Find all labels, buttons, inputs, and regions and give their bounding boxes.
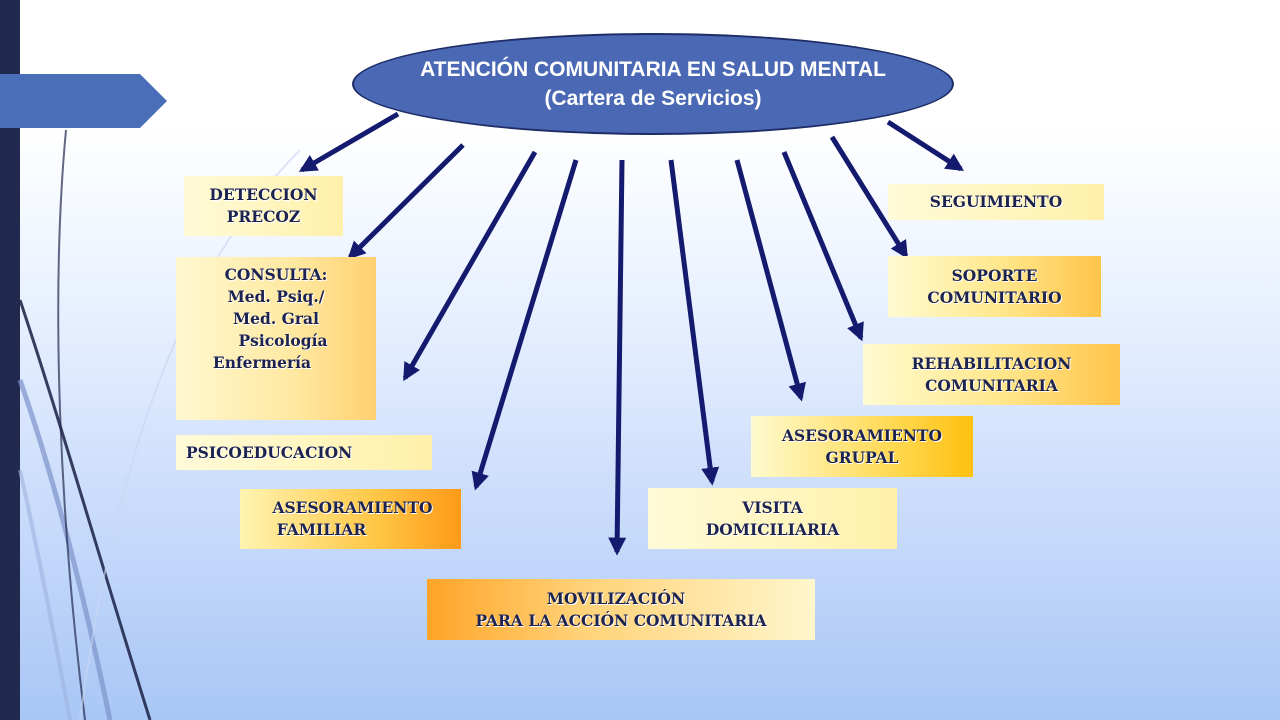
box-line: PSICOEDUCACION (186, 442, 353, 462)
box-line: COMUNITARIO (927, 287, 1062, 307)
box-line: REHABILITACION (911, 353, 1072, 373)
box-line: PARA LA ACCIÓN COMUNITARIA (475, 610, 767, 630)
box-line: CONSULTA: (224, 265, 328, 284)
box-rehabilitacion-comunitaria: REHABILITACION COMUNITARIA (863, 344, 1120, 405)
box-line: Med. Gral (233, 309, 319, 328)
central-hub-ellipse: ATENCIÓN COMUNITARIA EN SALUD MENTAL (Ca… (352, 33, 954, 135)
box-movilizacion: MOVILIZACIÓN PARA LA ACCIÓN COMUNITARIA (427, 579, 815, 640)
box-line: FAMILIAR (276, 520, 367, 539)
box-line: MOVILIZACIÓN (546, 588, 686, 608)
box-line: ASESORAMIENTO (272, 498, 433, 517)
box-visita-domiciliaria: VISITA DOMICILIARIA (648, 488, 897, 549)
box-deteccion-precoz: DETECCION PRECOZ (184, 176, 343, 236)
box-asesoramiento-familiar: ASESORAMIENTO FAMILIAR (240, 489, 461, 549)
box-line: PRECOZ (226, 207, 301, 226)
box-seguimiento: SEGUIMIENTO (888, 184, 1104, 220)
arrow-deteccion (298, 111, 400, 173)
arrow-visita (668, 159, 720, 486)
box-soporte-comunitario: SOPORTE COMUNITARIO (888, 256, 1101, 317)
arrow-consulta (347, 143, 465, 260)
box-psicoeducacion: PSICOEDUCACION (176, 435, 432, 470)
arrow-movilizacion (608, 159, 627, 556)
box-asesoramiento-grupal: ASESORAMIENTO GRUPAL (751, 416, 973, 477)
box-line: SEGUIMIENTO (929, 192, 1063, 211)
slide-tab-decoration (0, 74, 167, 128)
box-line: Psicología (238, 331, 328, 350)
hub-subtitle: (Cartera de Servicios) (544, 87, 762, 110)
arrow-asesoramiento-grupal (734, 159, 806, 402)
box-line: Med. Psiq./ (227, 287, 325, 306)
box-line: ASESORAMIENTO (781, 425, 943, 445)
arrow-soporte (829, 135, 909, 260)
box-consulta: CONSULTA: Med. Psiq./ Med. Gral Psicolog… (176, 257, 376, 420)
box-line: DETECCION (209, 185, 318, 204)
box-line: COMUNITARIA (925, 375, 1058, 395)
arrow-psicoeducacion (402, 150, 538, 382)
box-line: GRUPAL (825, 447, 899, 467)
hub-title: ATENCIÓN COMUNITARIA EN SALUD MENTAL (420, 58, 886, 81)
box-line: DOMICILIARIA (705, 519, 840, 539)
arrow-rehabilitacion (781, 151, 864, 342)
left-accent-bar (0, 0, 20, 720)
box-line: SOPORTE (951, 265, 1038, 285)
box-line: Enfermería (212, 353, 312, 372)
arrow-asesoramiento-familiar (471, 159, 579, 491)
arrow-seguimiento (886, 119, 965, 172)
box-line: VISITA (742, 497, 803, 517)
